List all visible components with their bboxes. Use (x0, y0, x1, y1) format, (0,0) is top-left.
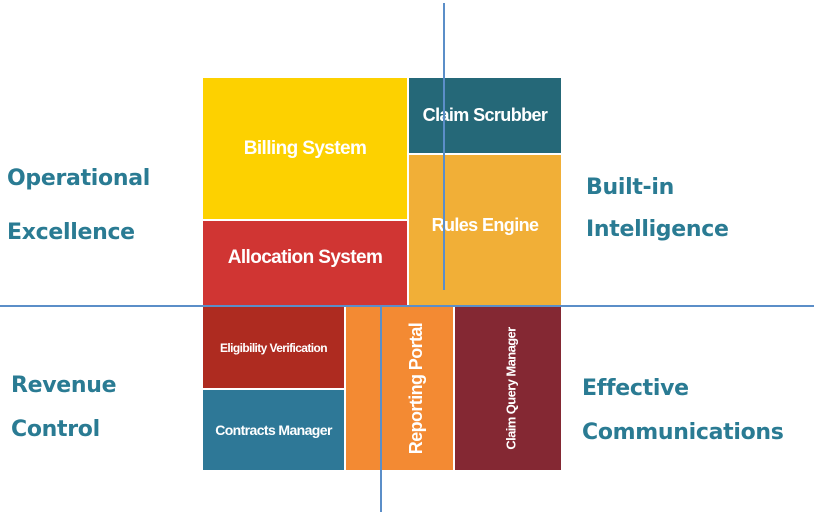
quadrant-label-line: Communications (582, 420, 784, 445)
claim-query-manager-label: Claim Query Manager (503, 327, 519, 450)
quadrant-label-line: Excellence (7, 220, 135, 245)
quadrant-label-line: Built-in (586, 175, 674, 200)
quadrant-label-built-in-intelligence: Built-in Intelligence (586, 177, 729, 241)
claim-scrubber-block: Claim Scrubber (409, 78, 561, 153)
claim-query-manager-block: Claim Query Manager (455, 307, 561, 470)
eligibility-verification-block: Eligibility Verification (203, 307, 344, 388)
quadrant-label-line: Intelligence (586, 217, 729, 242)
quadrant-label-line: Effective (582, 376, 689, 401)
contracts-manager-label: Contracts Manager (215, 422, 332, 438)
quadrant-label-line: Revenue (11, 373, 117, 398)
quadrant-label-line: Control (11, 417, 100, 442)
rules-engine-label: Rules Engine (431, 214, 539, 235)
horizontal-axis-line (0, 305, 814, 307)
vertical-axis-line-top (443, 3, 445, 290)
quadrant-label-line: Operational (7, 166, 150, 191)
claim-scrubber-label: Claim Scrubber (422, 105, 548, 125)
eligibility-verification-label: Eligibility Verification (220, 340, 328, 355)
quadrant-label-operational-excellence: Operational Excellence (7, 168, 150, 244)
rules-engine-block: Rules Engine (409, 155, 561, 305)
billing-system-block: Billing System (203, 78, 407, 219)
quadrant-label-effective-communications: Effective Communications (582, 378, 784, 444)
reporting-portal-label: Reporting Portal (406, 322, 426, 455)
contracts-manager-block: Contracts Manager (203, 390, 344, 470)
vertical-axis-line-bottom (380, 305, 382, 512)
allocation-system-block: Allocation System (203, 221, 407, 305)
quadrant-label-revenue-control: Revenue Control (11, 373, 117, 442)
allocation-system-label: Allocation System (227, 247, 383, 268)
billing-system-label: Billing System (243, 137, 367, 159)
reporting-portal-block: Reporting Portal (346, 307, 453, 470)
